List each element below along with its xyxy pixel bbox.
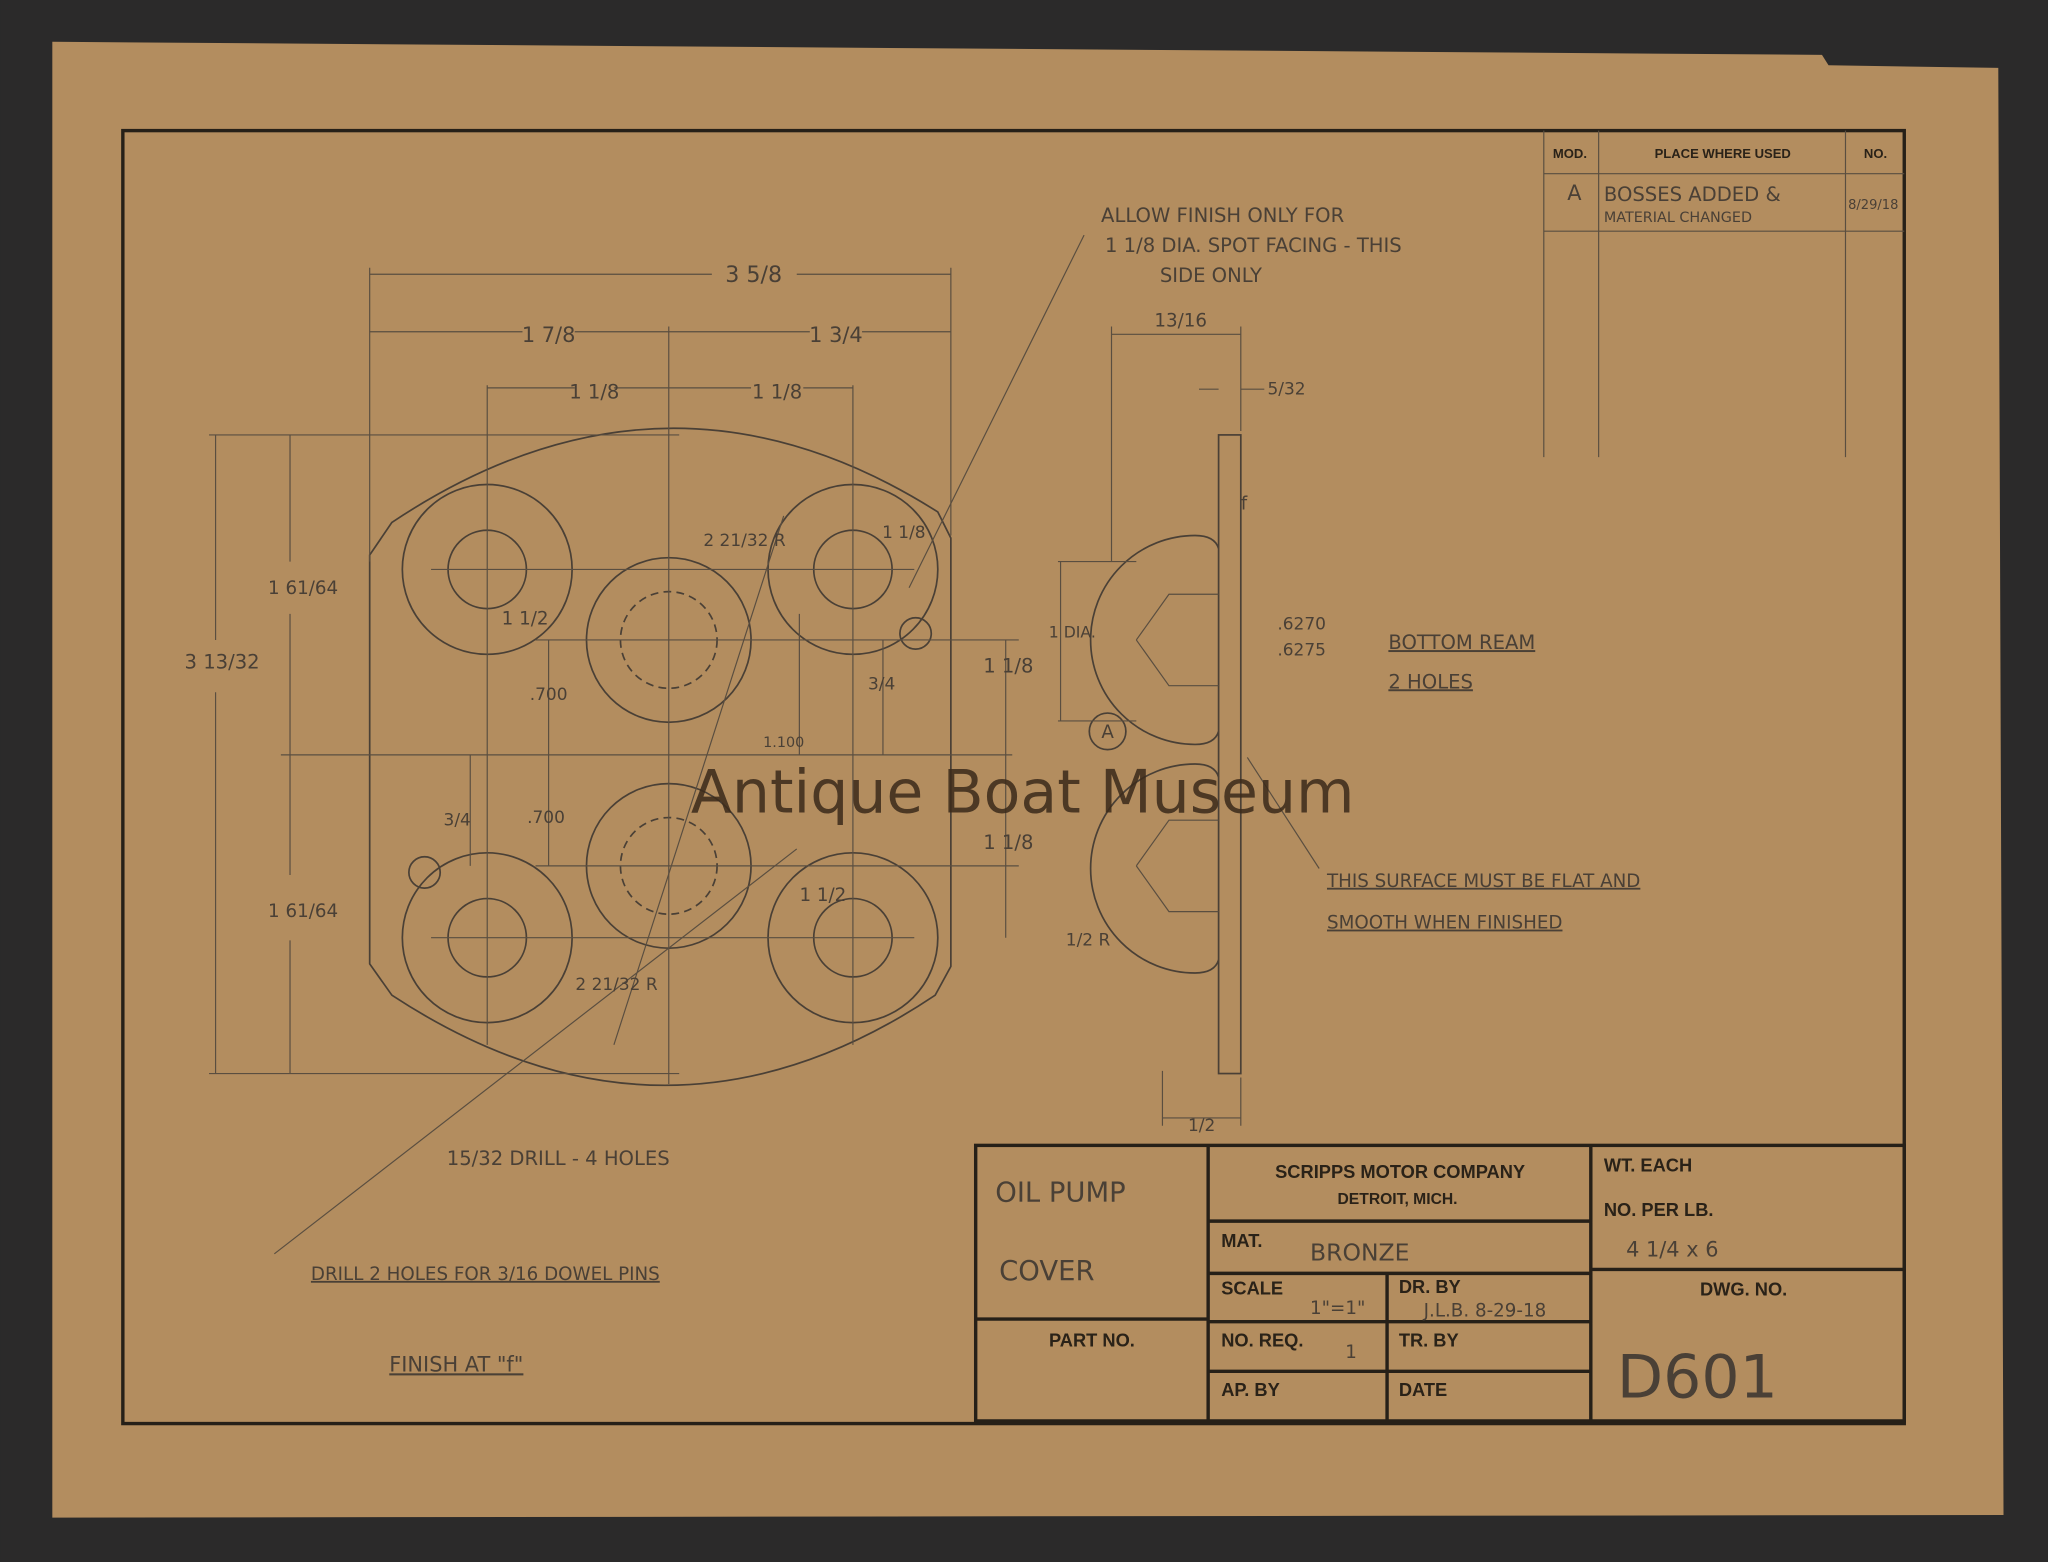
dim-center-lower: 1 1/8 bbox=[983, 831, 1033, 854]
title-block: OIL PUMP COVER SCRIPPS MOTOR COMPANY DET… bbox=[973, 1143, 1906, 1423]
note-spot-facing-1: ALLOW FINISH ONLY FOR bbox=[1101, 204, 1345, 227]
dim-plate-thickness: 5/32 bbox=[1267, 379, 1305, 399]
no-per-lb-label: NO. PER LB. bbox=[1604, 1199, 1714, 1220]
rev-mod: A bbox=[1567, 181, 1582, 205]
no-req-value: 1 bbox=[1345, 1342, 1357, 1363]
mat-label: MAT. bbox=[1221, 1230, 1262, 1251]
note-flat-1: THIS SURFACE MUST BE FLAT AND bbox=[1326, 871, 1640, 892]
dwg-no-label: DWG. NO. bbox=[1700, 1279, 1787, 1300]
section-mark: A bbox=[1101, 722, 1114, 743]
company-name: SCRIPPS MOTOR COMPANY bbox=[1275, 1161, 1525, 1182]
dr-by-value: J.L.B. 8-29-18 bbox=[1423, 1300, 1547, 1321]
company-city: DETROIT, MICH. bbox=[1338, 1191, 1458, 1208]
dim-boss-dia: 1 DIA. bbox=[1049, 622, 1096, 641]
dim-dowel-upper: 3/4 bbox=[868, 675, 895, 695]
dim-center-upper: 1 1/8 bbox=[983, 655, 1033, 678]
dim-boss-radius: 1/2 R bbox=[1066, 931, 1111, 951]
note-ream-2: 2 HOLES bbox=[1388, 670, 1473, 693]
notes: ALLOW FINISH ONLY FOR 1 1/8 DIA. SPOT FA… bbox=[311, 204, 1640, 1376]
tr-by-label: TR. BY bbox=[1399, 1330, 1459, 1351]
dim-radius-upper: 2 21/32 R bbox=[703, 531, 785, 551]
dim-offset-lower: .700 bbox=[527, 808, 565, 828]
ap-by-label: AP. BY bbox=[1221, 1379, 1280, 1400]
note-ream-1: BOTTOM REAM bbox=[1388, 631, 1535, 654]
dim-ream-1: .6270 bbox=[1277, 615, 1326, 635]
dim-boss-upper: 1 1/2 bbox=[502, 608, 549, 629]
note-flat-2: SMOOTH WHEN FINISHED bbox=[1327, 913, 1563, 934]
revision-table: MOD. PLACE WHERE USED NO. A BOSSES ADDED… bbox=[1543, 130, 1905, 458]
dim-upper-height: 1 61/64 bbox=[268, 578, 338, 599]
dim-ream-2: .6275 bbox=[1277, 641, 1326, 661]
note-spot-facing-3: SIDE ONLY bbox=[1160, 264, 1262, 287]
dim-left-half: 1 7/8 bbox=[522, 323, 576, 347]
mat-value: BRONZE bbox=[1310, 1238, 1409, 1266]
dim-offset-upper: .700 bbox=[530, 685, 568, 705]
note-dowel: DRILL 2 HOLES FOR 3/16 DOWEL PINS bbox=[311, 1264, 660, 1285]
dim-center-mark: 1.100 bbox=[763, 735, 804, 751]
header-place: PLACE WHERE USED bbox=[1655, 146, 1791, 161]
date-label: DATE bbox=[1399, 1379, 1447, 1400]
dim-left-spacing: 1 1/8 bbox=[569, 380, 619, 403]
dim-dowel-lower: 3/4 bbox=[444, 810, 471, 830]
note-finish: FINISH AT "f" bbox=[389, 1352, 523, 1376]
finish-mark: f bbox=[1241, 493, 1248, 514]
dim-overall-height: 3 13/32 bbox=[185, 651, 260, 674]
dim-boss-lower: 1 1/2 bbox=[799, 885, 846, 906]
dim-radius-lower: 2 21/32 R bbox=[575, 975, 657, 995]
paper bbox=[52, 41, 2004, 1518]
wt-each-label: WT. EACH bbox=[1604, 1155, 1692, 1176]
dim-overall-width: 3 5/8 bbox=[725, 262, 782, 288]
front-view bbox=[209, 234, 1085, 1255]
rev-place-2: MATERIAL CHANGED bbox=[1604, 210, 1752, 226]
scale-value: 1"=1" bbox=[1310, 1298, 1365, 1319]
scale-label: SCALE bbox=[1221, 1277, 1283, 1298]
side-view bbox=[1057, 326, 1320, 1126]
header-no: NO. bbox=[1864, 146, 1887, 161]
dwg-no-value: D601 bbox=[1617, 1342, 1778, 1412]
watermark: Antique Boat Museum bbox=[691, 757, 1355, 827]
no-req-label: NO. REQ. bbox=[1221, 1330, 1303, 1351]
no-per-lb-value: 4 1/4 x 6 bbox=[1626, 1237, 1718, 1261]
header-mod: MOD. bbox=[1553, 146, 1587, 161]
rev-place-1: BOSSES ADDED & bbox=[1604, 183, 1781, 206]
border bbox=[121, 128, 1906, 1426]
dimension-labels: 3 5/8 1 7/8 1 3/4 1 1/8 1 1/8 3 13/32 1 … bbox=[185, 262, 1326, 1136]
part-name-1: OIL PUMP bbox=[995, 1178, 1125, 1209]
dim-lower-height: 1 61/64 bbox=[268, 901, 338, 922]
part-name-2: COVER bbox=[999, 1256, 1094, 1287]
dim-right-half: 1 3/4 bbox=[809, 323, 863, 347]
part-no-label: PART NO. bbox=[1049, 1330, 1135, 1351]
dim-base-width: 1/2 bbox=[1188, 1116, 1215, 1136]
rev-no: 8/29/18 bbox=[1848, 198, 1898, 213]
note-drill: 15/32 DRILL - 4 HOLES bbox=[447, 1147, 670, 1170]
note-spot-facing-2: 1 1/8 DIA. SPOT FACING - THIS bbox=[1105, 234, 1402, 257]
dim-right-spacing: 1 1/8 bbox=[752, 380, 802, 403]
dim-spot-face: 1 1/8 bbox=[882, 523, 926, 543]
dim-side-thickness: 13/16 bbox=[1154, 311, 1207, 332]
dr-by-label: DR. BY bbox=[1399, 1276, 1461, 1297]
